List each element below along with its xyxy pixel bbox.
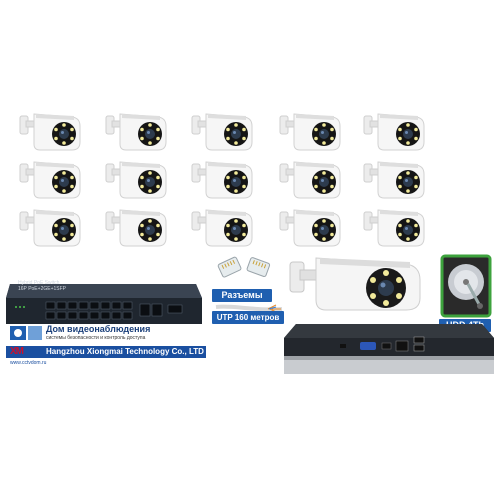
poe-switch: Hybrid PoE Switch 16P PoE+2GE+1SFP [6, 276, 202, 334]
brand-title: Дом видеонаблюдения [46, 324, 151, 334]
company-name: Hangzhou Xiongmai Technology Co., LTD [46, 347, 204, 356]
bullet-camera [362, 158, 428, 204]
bullet-camera [278, 110, 344, 156]
xm-logo: XM [10, 346, 24, 357]
featured-camera [286, 250, 436, 320]
brand-logo [10, 322, 44, 344]
bullet-camera [278, 158, 344, 204]
bullet-camera [104, 206, 170, 252]
switch-model-text: Hybrid PoE Switch [18, 280, 60, 286]
brand-subtitle: системы безопасности и контроль доступа [46, 335, 146, 341]
website-url: www.cctvdom.ru [10, 360, 47, 366]
bullet-camera [362, 110, 428, 156]
bullet-camera [18, 110, 84, 156]
hdd-icon [440, 254, 492, 318]
bullet-camera [104, 110, 170, 156]
bullet-camera [278, 206, 344, 252]
utp-cable-icon [214, 302, 284, 314]
utp-label: UTP 160 метров [212, 311, 284, 324]
nvr-recorder [282, 322, 496, 378]
company-bar [6, 346, 206, 358]
bullet-camera [362, 206, 428, 252]
bullet-camera [190, 158, 256, 204]
bullet-camera [190, 206, 256, 252]
bullet-camera [18, 158, 84, 204]
connectors-label: Разъемы [212, 289, 272, 302]
rj45-connectors [212, 252, 274, 284]
bullet-camera [190, 110, 256, 156]
bullet-camera [18, 206, 84, 252]
switch-ports-text: 16P PoE+2GE+1SFP [18, 286, 66, 292]
bullet-camera [104, 158, 170, 204]
